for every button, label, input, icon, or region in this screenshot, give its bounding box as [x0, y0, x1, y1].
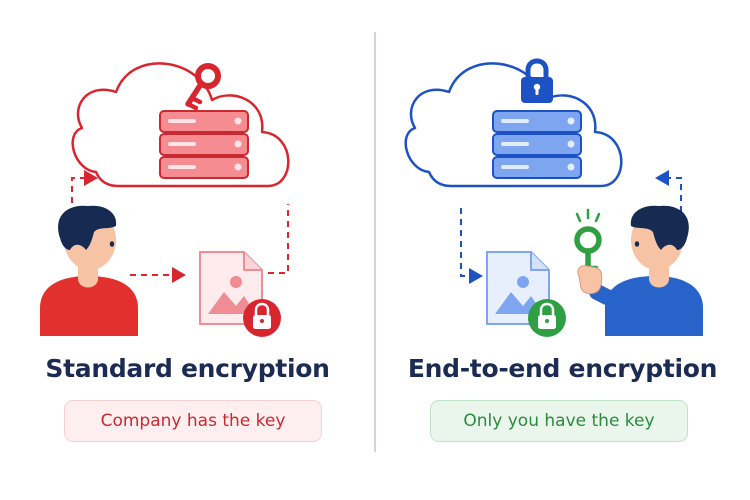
- lock-icon: [243, 299, 281, 337]
- hand-icon: [577, 265, 603, 295]
- standard-encryption-title: Standard encryption: [45, 354, 330, 383]
- server-icon: [492, 110, 582, 179]
- upload-arrow: [71, 170, 98, 214]
- image-file-icon: [199, 251, 263, 325]
- upload-arrow: [655, 170, 682, 212]
- end-to-end-encryption-panel: End-to-end encryption Only you have the …: [375, 0, 750, 500]
- storage-connector: [268, 204, 289, 274]
- lock-badge-icon: [528, 299, 566, 337]
- standard-encryption-caption: Company has the key: [64, 400, 322, 442]
- end-to-end-encryption-caption: Only you have the key: [430, 400, 688, 442]
- standard-encryption-panel: Standard encryption Company has the key: [40, 62, 330, 442]
- person-icon: [40, 205, 138, 336]
- end-to-end-encryption-illustration: [404, 58, 703, 337]
- key-icon: [185, 63, 221, 111]
- person-icon: [589, 205, 703, 336]
- server-icon: [159, 110, 249, 179]
- lock-icon: [521, 58, 553, 103]
- end-to-end-encryption-title: End-to-end encryption: [407, 354, 718, 383]
- download-arrow: [460, 208, 483, 284]
- panel-divider: [374, 32, 376, 452]
- standard-encryption-illustration: [40, 62, 290, 337]
